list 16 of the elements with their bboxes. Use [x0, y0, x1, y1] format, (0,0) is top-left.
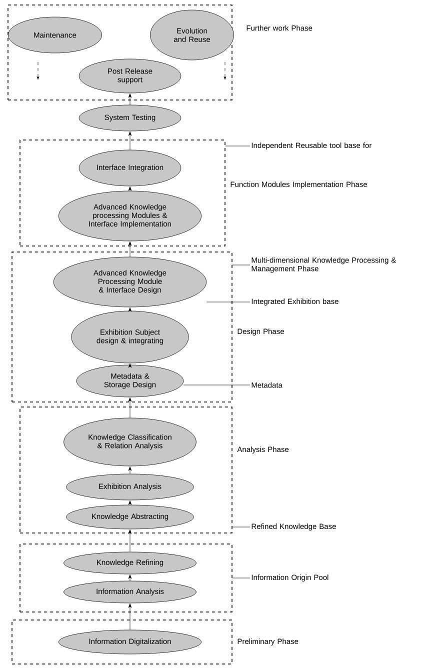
flow-arrow — [128, 530, 132, 552]
leader-line — [232, 264, 250, 266]
flow-arrow — [128, 94, 132, 105]
leader-line — [232, 526, 250, 528]
flow-arrow — [128, 186, 132, 191]
phase-box — [20, 544, 232, 612]
flow-arrow — [128, 132, 132, 150]
flow-arrow — [128, 398, 132, 418]
flow-arrow — [128, 500, 132, 505]
flow-arrow — [128, 242, 132, 257]
flow-arrow — [128, 604, 132, 630]
leader-line — [183, 384, 250, 386]
flow-arrow — [128, 308, 132, 312]
flow-arrow — [128, 364, 132, 368]
flow-arrow — [128, 466, 132, 474]
flow-arrow — [128, 574, 132, 581]
